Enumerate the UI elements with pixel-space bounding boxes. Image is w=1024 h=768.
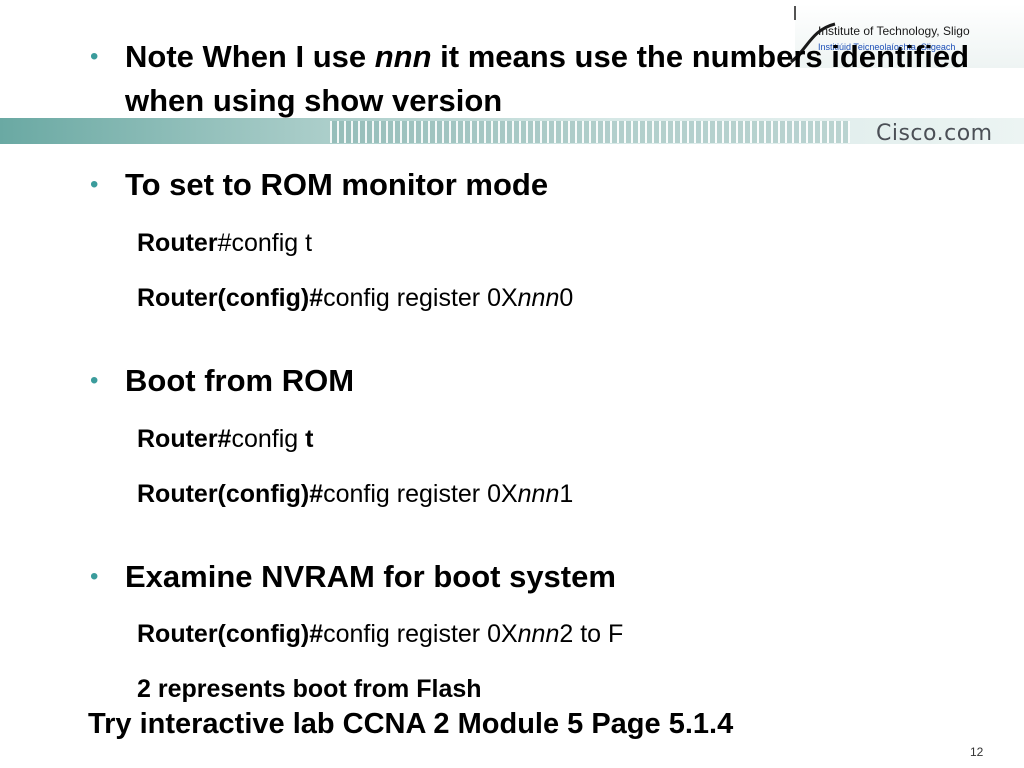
command-line: Router(config)#config register 0Xnnn0: [137, 284, 574, 312]
lab-reference: Try interactive lab CCNA 2 Module 5 Page…: [88, 708, 734, 740]
institute-irish-name: Institiúid Teicneolaíochta, Sligeach: [818, 42, 956, 52]
swoosh-icon: [790, 6, 836, 64]
bullet-dot-icon: •: [90, 367, 99, 394]
command-line: Router#config t: [137, 425, 314, 453]
bullet-dot-icon: •: [90, 563, 99, 590]
institute-logo-panel: [795, 4, 1024, 68]
cisco-logo: Cisco.com: [876, 121, 993, 146]
bullet-dot-icon: •: [90, 171, 99, 198]
institute-name: Institute of Technology, Sligo: [818, 24, 970, 38]
command-line: Router(config)#config register 0Xnnn2 to…: [137, 620, 624, 648]
bullet-text: To set to ROM monitor mode: [125, 167, 549, 202]
bullet-text: Examine NVRAM for boot system: [125, 559, 616, 594]
command-line: Router#config t: [137, 229, 313, 257]
bullet-text: Boot from ROM: [125, 363, 355, 398]
command-line: 2 represents boot from Flash: [137, 675, 482, 703]
header-stripes: [330, 121, 850, 143]
bullet-dot-icon: •: [90, 43, 99, 70]
page-number: 12: [970, 745, 984, 759]
command-line: Router(config)#config register 0Xnnn1: [137, 480, 574, 508]
bullet-text: Note When I use nnn it means use the num…: [125, 39, 970, 118]
